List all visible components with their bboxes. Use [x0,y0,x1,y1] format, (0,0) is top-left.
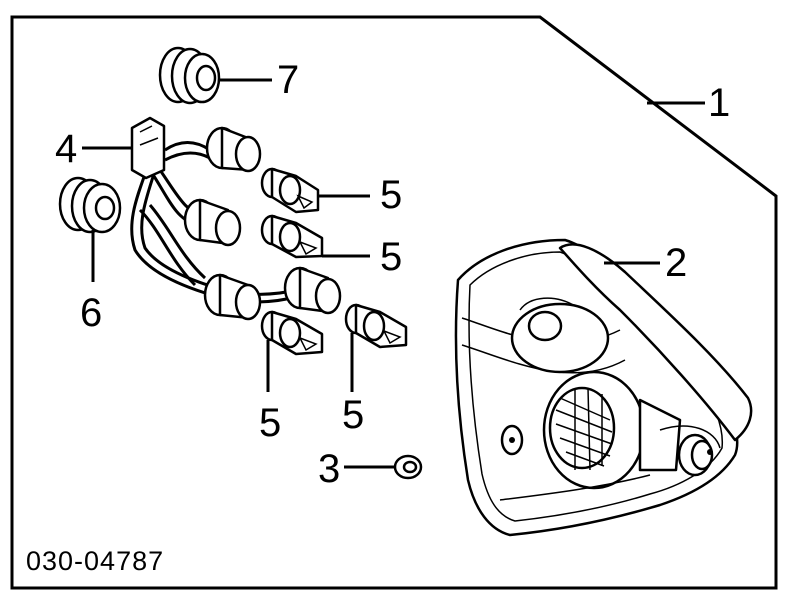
callout-7: 7 [277,58,299,102]
callout-3: 3 [318,447,340,491]
bulb-part-5-a [260,167,370,214]
bulb-part-5-d [344,303,408,392]
callout-5-b: 5 [380,235,402,279]
callout-2: 2 [665,241,687,285]
grommet-part-6 [58,176,122,282]
callout-5-d: 5 [342,393,364,437]
callout-1: 1 [708,81,730,125]
socket-lower-left [203,273,262,321]
socket-lower-right [283,266,342,315]
diagram-code: 030-04787 [26,546,164,576]
wire-harness-part-4 [82,116,301,304]
callout-5-c: 5 [259,401,281,445]
grommet-part-7 [158,46,272,105]
bulb-part-5-b [260,214,370,259]
tail-lamp-assembly-part-1 [454,101,753,537]
callout-5-a: 5 [380,173,402,217]
bulb-part-5-c [260,310,324,392]
socket-middle [183,198,242,247]
socket-upper [205,126,262,173]
callout-4: 4 [55,127,77,171]
callout-6: 6 [80,291,102,335]
washer-part-3 [344,454,423,480]
